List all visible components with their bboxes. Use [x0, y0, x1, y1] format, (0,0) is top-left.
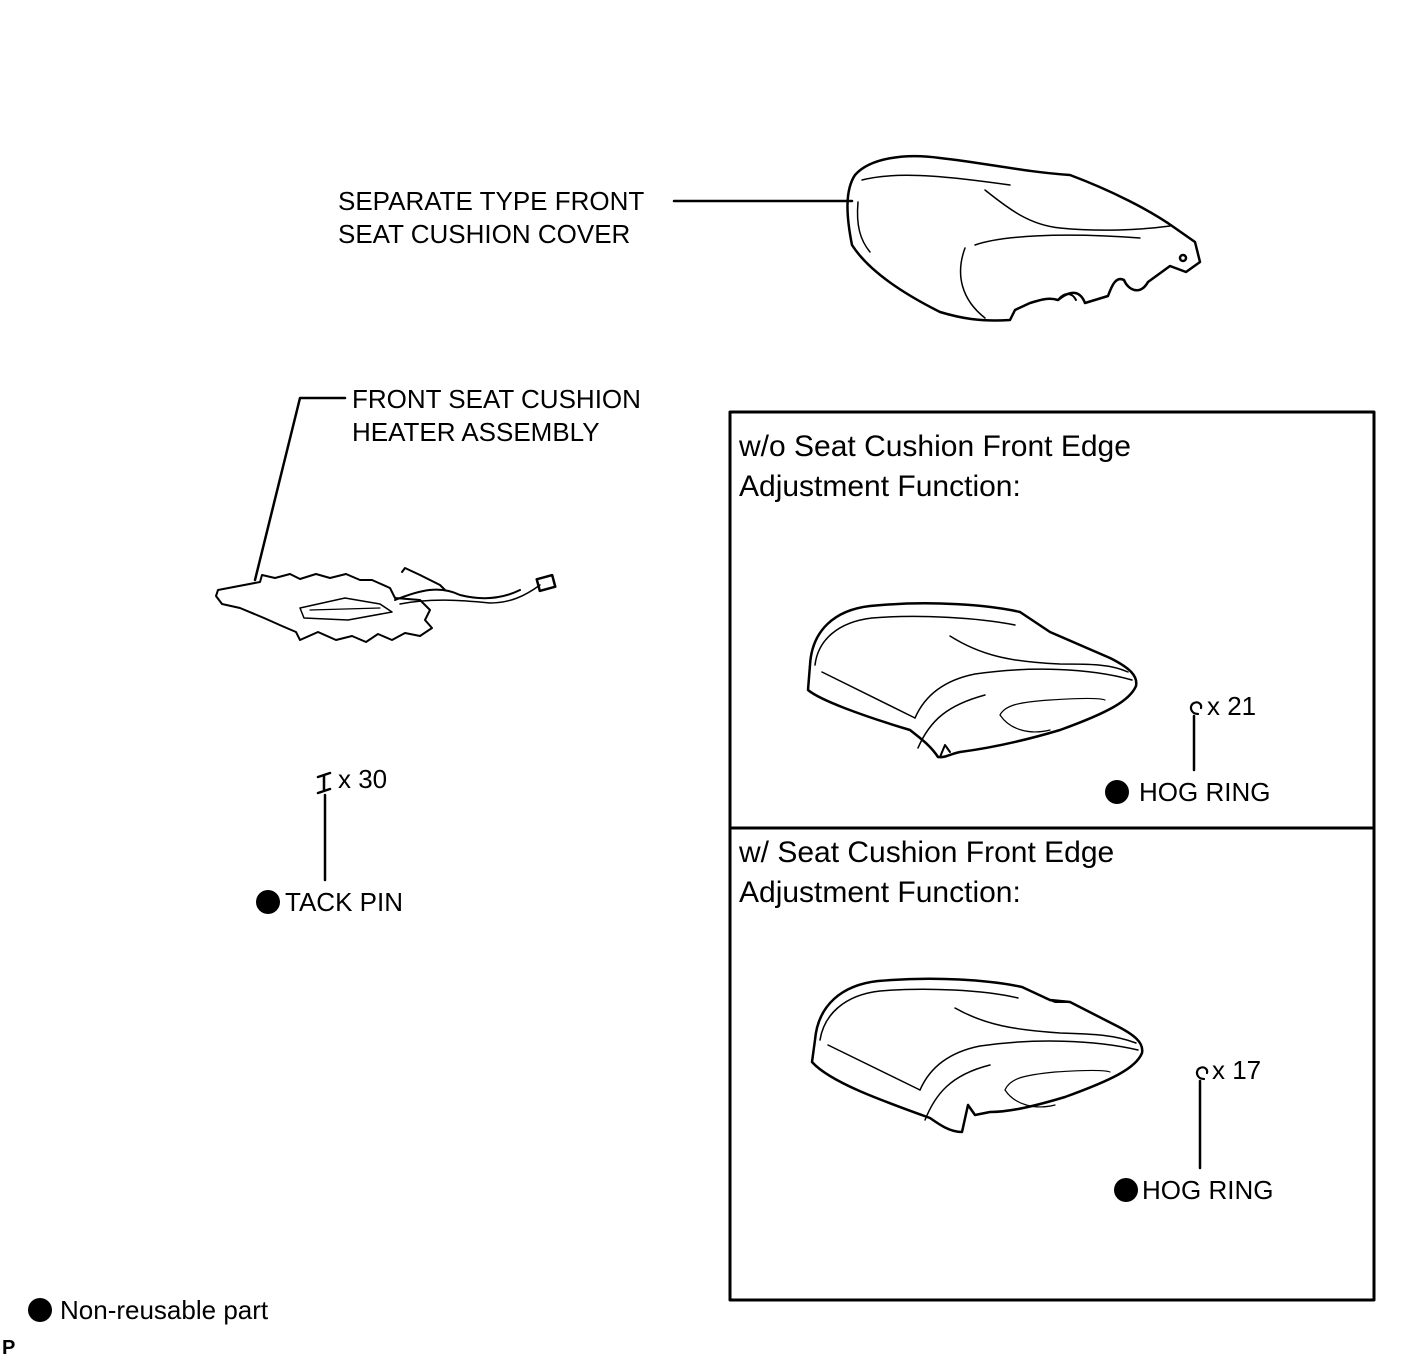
hog-ring-2-qty: x 17 [1212, 1055, 1262, 1085]
non-reusable-dot-icon [28, 1298, 52, 1322]
hog-ring-2-label-text: HOG RING [1142, 1175, 1274, 1205]
non-reusable-dot-icon [1105, 780, 1129, 804]
legend-non-reusable: Non-reusable part [28, 1294, 268, 1327]
tack-pin-label: TACK PIN [256, 886, 403, 919]
seat-cushion-pad-illustration-2 [810, 977, 1144, 1134]
legend-label-text: Non-reusable part [60, 1295, 269, 1325]
tack-pin-qty: x 30 [338, 764, 388, 794]
variant-2-title-line2: Adjustment Function: [739, 876, 1021, 909]
variant-2-title: w/ Seat Cushion Front Edge Adjustment Fu… [739, 833, 1114, 913]
leader-heater-assembly [253, 396, 347, 582]
heater-assembly-label-line1: FRONT SEAT CUSHION [352, 384, 641, 414]
heater-assembly-label-line2: HEATER ASSEMBLY [352, 417, 600, 447]
tack-pin-icon [316, 771, 332, 795]
cushion-cover-label: SEPARATE TYPE FRONT SEAT CUSHION COVER [338, 185, 644, 251]
cushion-cover-label-line1: SEPARATE TYPE FRONT [338, 186, 645, 216]
tack-pin-label-text: TACK PIN [285, 887, 403, 917]
hog-ring-icon-1 [1189, 701, 1203, 716]
hog-ring-1-label-text: HOG RING [1139, 777, 1271, 807]
hog-ring-1-qty: x 21 [1207, 691, 1257, 721]
hog-ring-icon-2 [1195, 1066, 1209, 1081]
hog-ring-1-label: HOG RING [1105, 776, 1270, 809]
heater-assembly-illustration [215, 567, 557, 643]
non-reusable-dot-icon [256, 890, 280, 914]
variant-1-title: w/o Seat Cushion Front Edge Adjustment F… [739, 427, 1131, 507]
seat-cushion-cover-illustration [846, 154, 1202, 322]
cushion-cover-label-line2: SEAT CUSHION COVER [338, 219, 631, 249]
heater-assembly-label: FRONT SEAT CUSHION HEATER ASSEMBLY [352, 383, 641, 449]
seat-cushion-pad-illustration-1 [806, 602, 1138, 759]
variant-box-frame [728, 410, 1376, 1302]
variant-1-title-line2: Adjustment Function: [739, 470, 1021, 503]
corner-mark: P [2, 1337, 16, 1359]
variant-2-title-line1: w/ Seat Cushion Front Edge [739, 836, 1115, 869]
variant-1-title-line1: w/o Seat Cushion Front Edge [739, 430, 1131, 463]
hog-ring-2-label: HOG RING [1114, 1174, 1273, 1207]
non-reusable-dot-icon [1114, 1178, 1138, 1202]
